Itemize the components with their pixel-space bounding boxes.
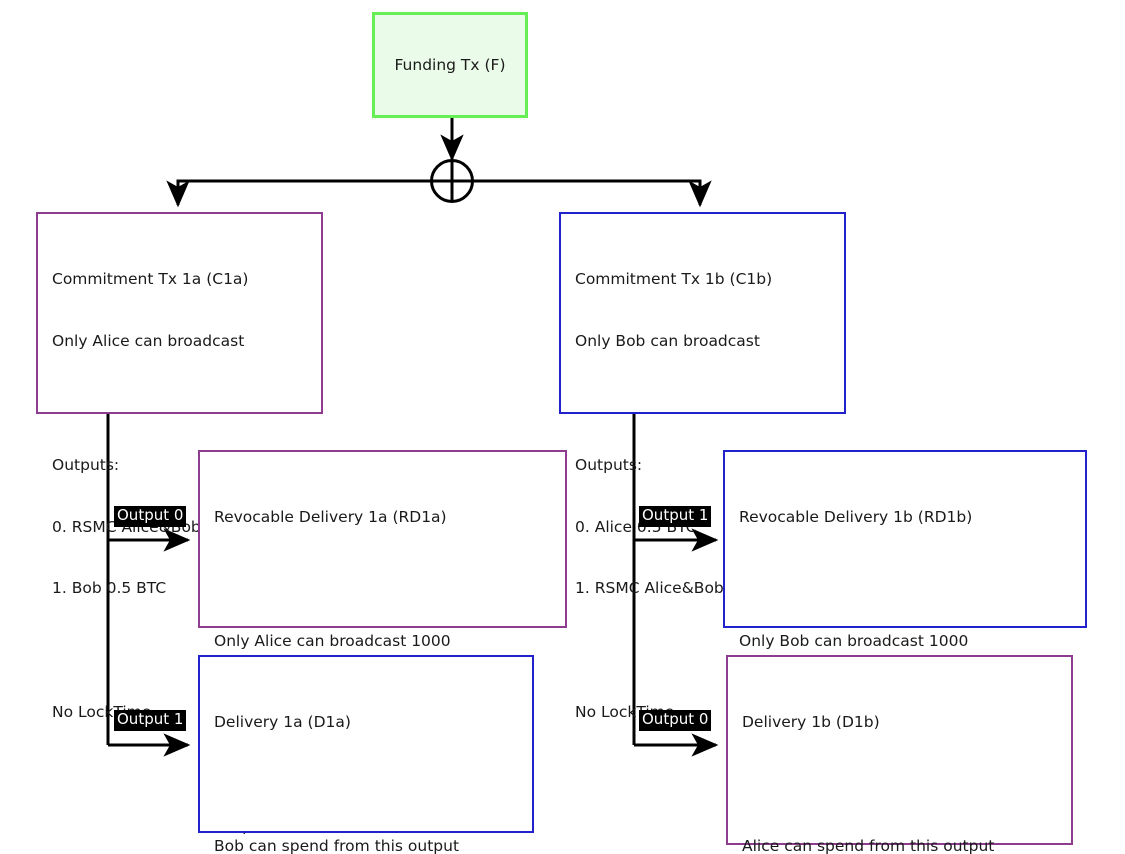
node-c1a-broadcaster: Only Alice can broadcast xyxy=(52,332,245,351)
node-commitment-tx-1a[interactable]: Commitment Tx 1a (C1a) Only Alice can br… xyxy=(36,212,323,721)
spacer xyxy=(52,393,321,414)
node-c1a-outputs-header: Outputs: xyxy=(52,455,120,474)
edge-label-c1b-to-d1b: Output 0 xyxy=(639,710,712,731)
node-rd1a-title: Revocable Delivery 1a (RD1a) xyxy=(214,508,447,527)
node-rd1b-title: Revocable Delivery 1b (RD1b) xyxy=(739,508,973,527)
node-d1b-desc-line-1: Alice can spend from this output xyxy=(742,836,995,854)
node-c1b-broadcaster: Only Bob can broadcast xyxy=(575,332,760,351)
node-commitment-tx-1b[interactable]: Commitment Tx 1b (C1b) Only Bob can broa… xyxy=(559,212,846,721)
node-d1a-desc-line-1: Bob can spend from this output xyxy=(214,836,460,854)
node-delivery-1b[interactable]: Delivery 1b (D1b) Alice can spend from t… xyxy=(726,655,1073,854)
node-rd1a-desc-line-1: Only Alice can broadcast 1000 xyxy=(214,631,451,650)
spacer xyxy=(742,774,1071,795)
edge-label-c1b-to-rd1b: Output 1 xyxy=(639,506,712,527)
node-funding-tx-label: Funding Tx (F) xyxy=(394,55,506,74)
node-c1a-title: Commitment Tx 1a (C1a) xyxy=(52,270,249,289)
node-c1a-output-1: 1. Bob 0.5 BTC xyxy=(52,579,167,598)
node-rd1b-desc-line-1: Only Bob can broadcast 1000 xyxy=(739,631,969,650)
node-revocable-delivery-1b[interactable]: Revocable Delivery 1b (RD1b) Only Bob ca… xyxy=(723,450,1087,835)
edge-junction-split xyxy=(166,179,712,208)
spacer xyxy=(739,569,1085,590)
node-delivery-1a[interactable]: Delivery 1a (D1a) Bob can spend from thi… xyxy=(198,655,534,854)
xor-circle-junction xyxy=(430,159,474,203)
spacer xyxy=(214,774,532,795)
edge-label-c1a-to-rd1a: Output 0 xyxy=(114,506,187,527)
spacer xyxy=(214,569,565,590)
edge-label-c1a-to-d1a: Output 1 xyxy=(114,710,187,731)
node-c1b-outputs-header: Outputs: xyxy=(575,455,643,474)
spacer xyxy=(575,393,844,414)
node-revocable-delivery-1a[interactable]: Revocable Delivery 1a (RD1a) Only Alice … xyxy=(198,450,567,835)
node-d1a-title: Delivery 1a (D1a) xyxy=(214,713,351,732)
node-d1b-title: Delivery 1b (D1b) xyxy=(742,713,880,732)
node-funding-tx[interactable]: Funding Tx (F) xyxy=(372,12,528,118)
node-c1b-title: Commitment Tx 1b (C1b) xyxy=(575,270,773,289)
